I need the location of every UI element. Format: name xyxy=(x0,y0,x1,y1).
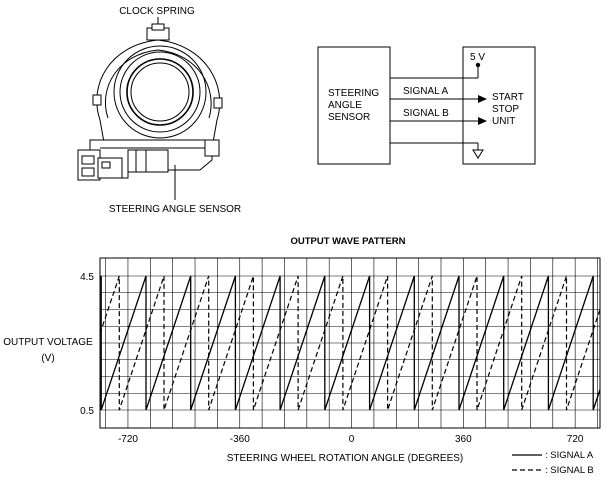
block-diagram: STEERING ANGLE SENSOR START STOP UNIT 5 … xyxy=(317,46,536,165)
wave-chart: OUTPUT WAVE PATTERN -720 -360 0 360 720 4.5 0… xyxy=(3,236,601,476)
left-connector-slot-2 xyxy=(81,167,95,177)
x-tick-label: -360 xyxy=(230,434,250,445)
unit-box-line-1: START xyxy=(492,92,524,103)
clock-spring-ring-mid xyxy=(119,51,201,133)
clock-spring-rim xyxy=(104,49,212,119)
clock-spring-bore-inner xyxy=(130,62,190,122)
start-stop-unit-box xyxy=(462,46,536,165)
ground-symbol xyxy=(472,149,484,159)
x-tick-label: 0 xyxy=(349,434,355,445)
mid-connector-slot xyxy=(101,161,111,169)
signal-a-line xyxy=(99,275,601,411)
signal-a-series xyxy=(99,275,601,411)
clock-spring-illustration: CLOCK SPRING STEERING ANGLE SENSOR xyxy=(77,6,241,215)
x-axis-label: STEERING WHEEL ROTATION ANGLE (DEGREES) xyxy=(227,453,464,464)
legend-signal-a-label: : SIGNAL A xyxy=(545,450,594,461)
signal-b-line xyxy=(99,275,601,411)
unit-box-line-2: STOP xyxy=(492,104,519,115)
right-clip xyxy=(204,139,220,157)
left-connector-slot xyxy=(81,155,95,165)
right-tab xyxy=(213,97,223,109)
legend-signal-b-label: : SIGNAL B xyxy=(545,465,594,476)
plot-frame xyxy=(99,257,601,429)
signal-a-label: SIGNAL A xyxy=(403,86,449,97)
chart-grid xyxy=(100,258,600,428)
signal-a-arrow xyxy=(478,95,487,103)
supply-node xyxy=(475,62,481,68)
clock-spring-label: CLOCK SPRING xyxy=(119,6,195,17)
y-axis-label-line-1: OUTPUT VOLTAGE xyxy=(3,337,93,348)
x-tick-labels: -720 -360 0 360 720 xyxy=(118,434,584,445)
sensor-box xyxy=(317,46,391,165)
y-axis-label-line-2: (V) xyxy=(41,353,54,364)
signal-b-label: SIGNAL B xyxy=(403,108,449,119)
sensor-box-line-3: SENSOR xyxy=(328,112,370,123)
x-tick-label: 720 xyxy=(567,434,584,445)
unit-box-line-3: UNIT xyxy=(492,116,515,127)
y-tick-label: 4.5 xyxy=(80,272,94,283)
signal-b-arrow xyxy=(478,117,487,125)
left-tab xyxy=(92,94,102,106)
x-tick-label: -720 xyxy=(118,434,138,445)
top-connector-tab xyxy=(151,23,165,31)
clock-spring-ring-outer xyxy=(113,45,207,139)
x-tick-label: 360 xyxy=(455,434,472,445)
clock-spring-body xyxy=(96,39,221,149)
supply-label: 5 V xyxy=(470,52,485,63)
signal-b-series xyxy=(99,275,601,411)
chart-title: OUTPUT WAVE PATTERN xyxy=(290,236,405,247)
sensor-box-line-1: STEERING xyxy=(328,88,379,99)
steering-angle-sensor-label: STEERING ANGLE SENSOR xyxy=(109,204,241,215)
clock-spring-bore xyxy=(126,58,194,126)
sensor-box-line-2: ANGLE xyxy=(328,100,362,111)
angle-sensor-block xyxy=(127,149,169,173)
y-tick-labels: 4.5 0.5 xyxy=(80,272,94,417)
y-tick-label: 0.5 xyxy=(80,406,94,417)
